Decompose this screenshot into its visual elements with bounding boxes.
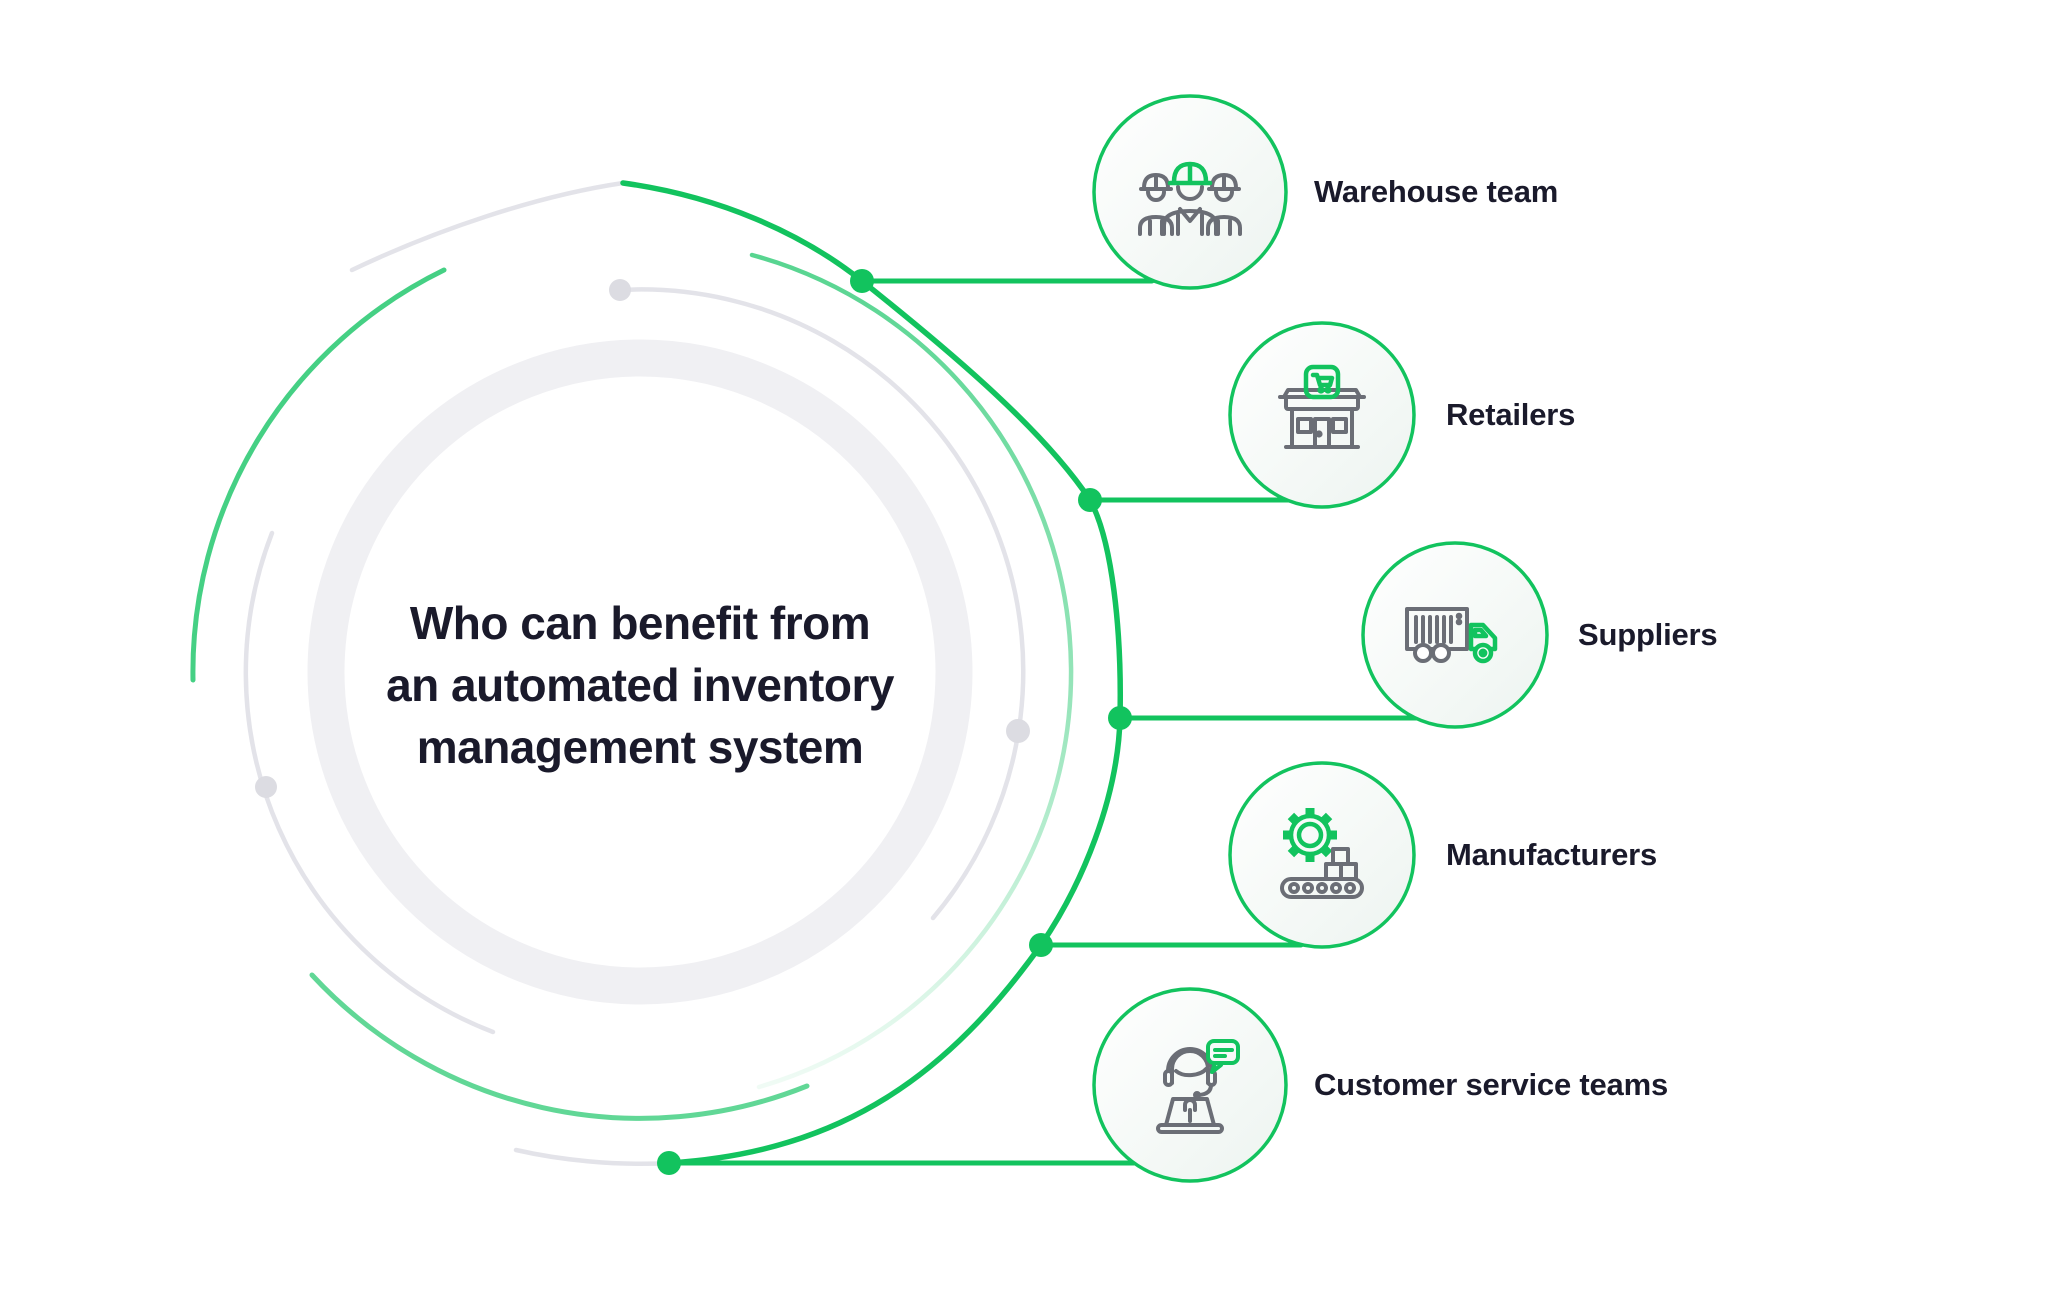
main-green-arc <box>620 180 1123 1166</box>
main-arc-gray-tail-bottom <box>513 1147 672 1167</box>
manufacturers-circle <box>1228 761 1416 949</box>
decorative-gray-arcs <box>243 180 1026 1167</box>
green-arc-inner-fading <box>749 252 1074 1090</box>
gray-dot-right <box>1006 719 1030 743</box>
main-arc-gray-tail-top <box>349 180 626 273</box>
center-ring <box>307 339 973 1005</box>
item-label-retailers: Retailers <box>1446 397 1576 432</box>
page-title-line-3: management system <box>416 721 864 773</box>
retailers-circle <box>1228 321 1416 509</box>
decorative-gray-dots <box>255 279 1030 798</box>
support-agent-icon <box>1156 1039 1240 1134</box>
storefront-icon <box>1278 364 1366 449</box>
page-title: Who can benefit from an automated invent… <box>270 592 1010 778</box>
green-arc-left <box>190 267 447 683</box>
item-label-manufacturers: Manufacturers <box>1446 837 1658 872</box>
item-label-suppliers: Suppliers <box>1578 617 1718 652</box>
decorative-green-arcs <box>190 252 1074 1121</box>
page-title-line-1: Who can benefit from <box>409 597 871 649</box>
item-label-customer-service: Customer service teams <box>1314 1067 1669 1102</box>
connector-dots <box>657 269 1132 1175</box>
gray-dot-top <box>609 279 631 301</box>
warehouse-team-circle <box>1092 94 1288 290</box>
gray-dot-left <box>255 776 277 798</box>
dot-customer-service <box>657 1151 681 1175</box>
dot-manufacturers <box>1029 933 1053 957</box>
item-label-warehouse-team: Warehouse team <box>1314 174 1559 209</box>
connector-lines <box>666 278 1421 1166</box>
green-arc-bottom <box>309 972 810 1121</box>
suppliers-circle <box>1361 541 1549 729</box>
delivery-truck-icon <box>1405 607 1498 664</box>
construction-workers-icon <box>1138 161 1242 236</box>
gray-arc-right <box>617 287 1026 921</box>
gear-conveyor-icon <box>1280 808 1364 899</box>
item-circles <box>1092 94 1549 1183</box>
gray-arc-left <box>243 530 496 1035</box>
customer-service-circle <box>1092 987 1288 1183</box>
dot-warehouse-team <box>850 269 874 293</box>
dot-suppliers <box>1108 706 1132 730</box>
page-title-line-2: an automated inventory <box>386 659 894 711</box>
dot-retailers <box>1078 488 1102 512</box>
